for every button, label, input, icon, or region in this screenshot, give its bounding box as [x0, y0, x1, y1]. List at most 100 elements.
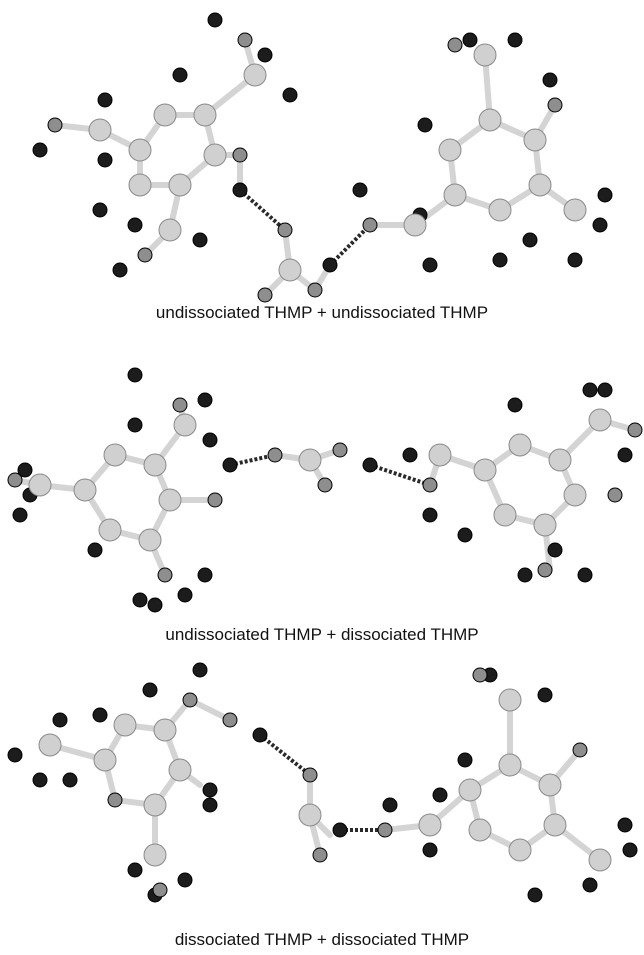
panel-caption: dissociated THMP + dissociated THMP	[174, 930, 470, 949]
oxygen-atom	[547, 97, 563, 113]
hydrogen-atom	[197, 567, 213, 583]
hydrogen-atom	[422, 257, 438, 273]
hydrogen-atom	[192, 662, 208, 678]
hydrogen-atom	[132, 592, 148, 608]
carbon-atom	[128, 173, 152, 197]
hydrogen-atom	[97, 152, 113, 168]
oxygen-atom	[377, 822, 393, 838]
hydrogen-atom	[352, 182, 368, 198]
carbon-atom	[508, 433, 532, 457]
carbon-atom	[493, 503, 517, 527]
carbon-atom	[468, 818, 492, 842]
oxygen-atom	[317, 477, 333, 493]
hydrogen-atom	[257, 47, 273, 63]
hydrogen-bond	[258, 733, 312, 777]
carbon-atom	[158, 218, 182, 242]
carbon-atom	[538, 773, 562, 797]
carbon-atom	[193, 103, 217, 127]
hydrogen-atom	[382, 797, 398, 813]
hydrogen-atom	[32, 142, 48, 158]
hydrogen-atom	[92, 707, 108, 723]
hydrogen-atom	[172, 67, 188, 83]
hydrogen-atom	[282, 87, 298, 103]
hydrogen-atom	[52, 712, 68, 728]
carbon-atom	[473, 458, 497, 482]
hydrogen-atom	[547, 542, 563, 558]
oxygen-atom	[7, 472, 23, 488]
hydrogen-atom	[617, 447, 633, 463]
molecule-diagram-2	[7, 367, 643, 613]
atoms-group	[32, 12, 613, 303]
hydrogen-atom	[202, 432, 218, 448]
panel-caption: undissociated THMP + undissociated THMP	[155, 303, 489, 322]
hydrogen-atom	[422, 507, 438, 523]
molecule-diagram-3	[7, 662, 638, 903]
hydrogen-atom	[32, 772, 48, 788]
hydrogen-atom	[597, 382, 613, 398]
hydrogen-atom	[582, 877, 598, 893]
hydrogen-bond	[229, 453, 276, 467]
hydrogen-atom	[492, 252, 508, 268]
hydrogen-atom	[577, 567, 593, 583]
hydrogen-atom	[322, 257, 338, 273]
hydrogen-atom	[7, 747, 23, 763]
hbonds-group	[258, 733, 385, 832]
hydrogen-atom	[542, 72, 558, 88]
hydrogen-atom	[617, 817, 633, 833]
hydrogen-atom	[402, 447, 418, 463]
hydrogen-bond	[328, 223, 372, 267]
hydrogen-atom	[17, 462, 33, 478]
carbon-atom	[173, 413, 197, 437]
carbon-atom	[563, 198, 587, 222]
carbon-atom	[588, 408, 612, 432]
carbon-atom	[103, 443, 127, 467]
oxygen-atom	[422, 477, 438, 493]
carbon-atom	[298, 803, 322, 827]
oxygen-atom	[157, 567, 173, 583]
oxygen-atom	[172, 397, 188, 413]
atoms-group	[7, 367, 643, 613]
carbon-atom	[443, 183, 467, 207]
hbonds-group	[229, 453, 431, 487]
carbon-atom	[563, 483, 587, 507]
hydrogen-atom	[527, 887, 543, 903]
oxygen-atom	[237, 32, 253, 48]
carbon-atom	[548, 448, 572, 472]
panel-undissociated-dissociated: undissociated THMP + dissociated THMP	[0, 335, 644, 645]
carbon-atom	[488, 198, 512, 222]
hydrogen-bond	[238, 188, 287, 232]
hydrogen-atom	[582, 382, 598, 398]
hydrogen-atom	[622, 842, 638, 858]
hydrogen-atom	[112, 262, 128, 278]
carbon-atom	[418, 813, 442, 837]
hydrogen-atom	[507, 32, 523, 48]
carbon-atom	[168, 173, 192, 197]
oxygen-atom	[447, 37, 463, 53]
hydrogen-atom	[87, 542, 103, 558]
carbon-atom	[458, 778, 482, 802]
hydrogen-atom	[422, 842, 438, 858]
hydrogen-atom	[207, 12, 223, 28]
carbon-atom	[588, 848, 612, 872]
oxygen-atom	[47, 117, 63, 133]
oxygen-atom	[182, 692, 198, 708]
oxygen-atom	[232, 147, 248, 163]
hydrogen-atom	[537, 687, 553, 703]
oxygen-atom	[137, 247, 153, 263]
hydrogen-atom	[177, 872, 193, 888]
carbon-atom	[38, 733, 62, 757]
carbon-atom	[278, 258, 302, 282]
carbon-atom	[143, 793, 167, 817]
hydrogen-atom	[147, 597, 163, 613]
oxygen-atom	[627, 422, 643, 438]
oxygen-atom	[537, 562, 553, 578]
carbon-atom	[143, 453, 167, 477]
oxygen-atom	[207, 492, 223, 508]
carbon-atom	[498, 753, 522, 777]
carbon-atom	[143, 843, 167, 867]
carbon-atom	[523, 128, 547, 152]
oxygen-atom	[332, 442, 348, 458]
hydrogen-atom	[127, 417, 143, 433]
oxygen-atom	[222, 712, 238, 728]
oxygen-atom	[277, 222, 293, 238]
